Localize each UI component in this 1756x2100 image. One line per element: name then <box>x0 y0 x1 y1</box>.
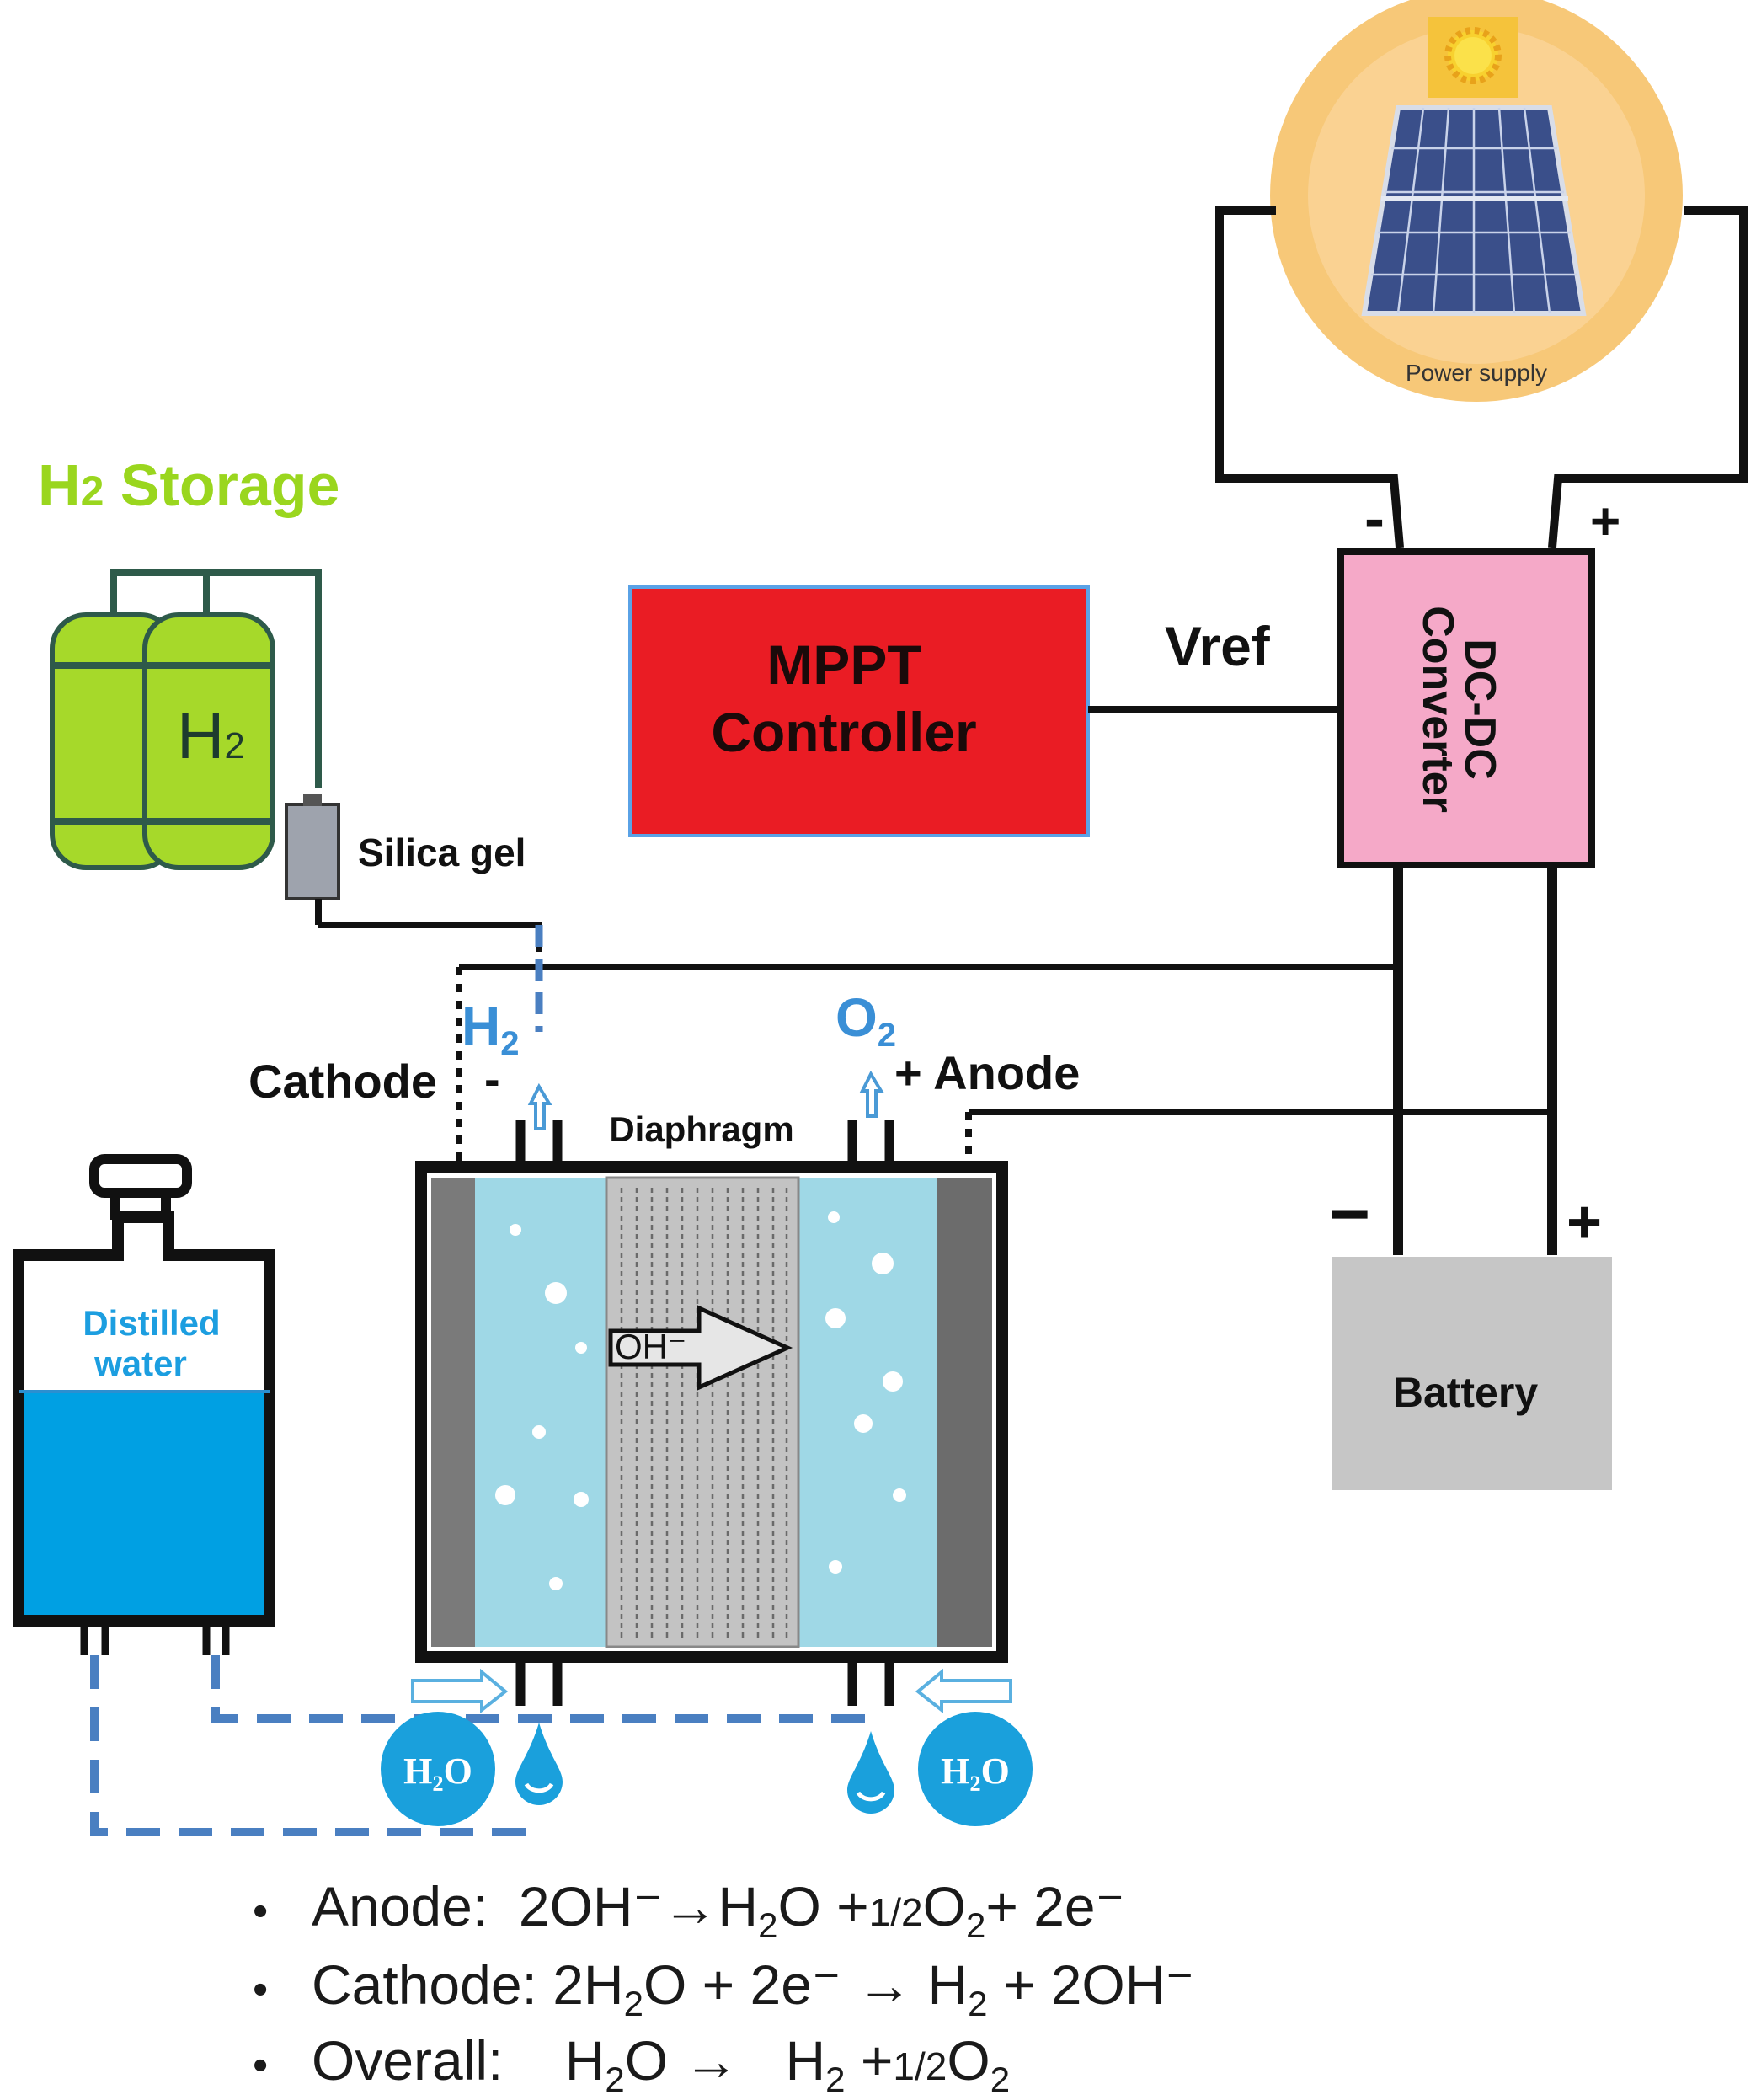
battery-label: Battery <box>1393 1369 1538 1416</box>
anode-equation: •Anode: 2OH⁻→H2O +1/2O2+ 2e⁻ <box>253 1875 1125 1946</box>
water-molecule-right-label: H₂O <box>941 1750 1010 1792</box>
dc-dc-converter-box <box>1337 548 1595 868</box>
hydroxide-arrow: OH⁻ <box>608 1305 793 1391</box>
battery-minus-sign: − <box>1329 1174 1370 1253</box>
mppt-controller: MPPT Controller <box>628 585 1090 837</box>
hydroxide-ion-label: OH⁻ <box>615 1327 686 1366</box>
power-supply-label: Power supply <box>1406 360 1547 386</box>
battery: Battery − + <box>1329 1174 1612 1490</box>
converter-plus-sign: + <box>1590 493 1620 551</box>
dc-dc-converter-label-line1: DC-DC <box>1455 639 1504 780</box>
cathode-electrolyte <box>475 1178 606 1647</box>
cell-outlets <box>515 1120 894 1706</box>
gas-up-arrows <box>527 1070 884 1130</box>
mppt-controller-label-line1: MPPT <box>766 633 921 696</box>
diaphragm-label: Diaphragm <box>609 1109 793 1149</box>
water-molecule-right: H₂O <box>918 1712 1033 1826</box>
water-supply-pipes <box>90 1655 871 1836</box>
cathode-label: Cathode <box>248 1055 437 1108</box>
battery-plus-sign: + <box>1567 1189 1602 1256</box>
battery-box <box>1332 1257 1612 1490</box>
panel-wires <box>1215 206 1748 548</box>
gas-cylinder-label: H2 <box>177 698 245 772</box>
sun-icon <box>1428 17 1518 98</box>
vref-label: Vref <box>1165 615 1271 677</box>
h2-gas-label: H2 <box>462 996 519 1062</box>
dc-dc-converter: DC-DC Converter <box>1337 548 1595 868</box>
electrolysis-cell: OH⁻ <box>411 1070 1012 1714</box>
mppt-controller-label-line2: Controller <box>711 701 976 763</box>
water-level <box>19 1392 270 1621</box>
anode-plate <box>937 1178 992 1647</box>
converter-output-wires <box>1393 865 1557 1255</box>
distilled-water-tank: Distilled water <box>13 1154 275 1655</box>
anode-label: + Anode <box>894 1046 1080 1099</box>
water-molecule-left-label: H₂O <box>403 1750 472 1792</box>
water-drop-icon <box>515 1723 894 1814</box>
cathode-sign: - <box>484 1052 500 1105</box>
converter-minus-sign: - <box>1364 485 1385 553</box>
solar-panel-icon <box>1361 105 1587 316</box>
cathode-plate <box>431 1178 475 1647</box>
water-inlet-arrows <box>411 1668 1012 1714</box>
h2-storage-title: H2 Storage <box>38 452 339 518</box>
diaphragm-texture <box>620 1188 788 1638</box>
gas-bubbles <box>495 1211 906 1590</box>
distilled-water-label-line1: Distilled <box>83 1303 220 1343</box>
silica-gel-label: Silica gel <box>358 831 526 874</box>
mppt-controller-box <box>628 585 1090 837</box>
anode-electrolyte <box>798 1178 937 1647</box>
power-supply: Power supply <box>1270 0 1683 402</box>
water-molecule-left: H₂O <box>381 1712 495 1826</box>
cathode-equation: •Cathode: 2H2O + 2e⁻ → H2 + 2OH⁻ <box>253 1953 1195 2024</box>
h2-storage: H2 Storage H2 Silica gel <box>38 452 542 952</box>
gas-cylinder-icon: H2 <box>50 569 322 870</box>
overall-equation: •Overall: H2O → H2 +1/2O2 <box>253 2029 1011 2100</box>
distilled-water-label-line2: water <box>93 1344 187 1383</box>
o2-gas-label: O2 <box>835 987 896 1054</box>
diaphragm-membrane <box>605 1176 800 1648</box>
dc-dc-converter-label-line2: Converter <box>1413 606 1462 813</box>
